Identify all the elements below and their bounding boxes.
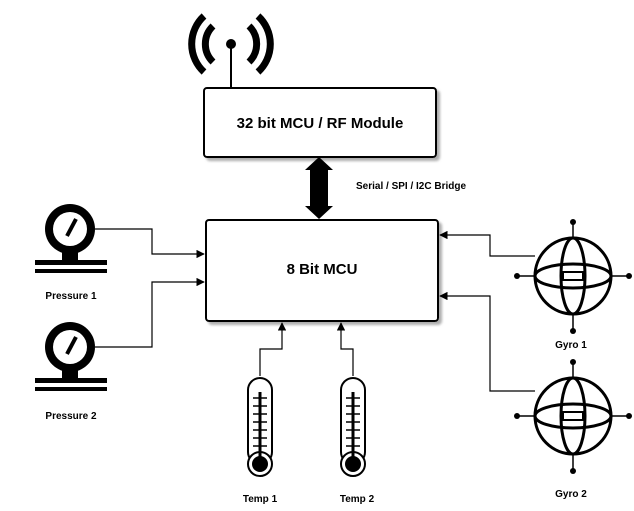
gyro2-label: Gyro 2 [555,489,587,500]
temp1-label: Temp 1 [243,494,278,505]
rf-module-block: 32 bit MCU / RF Module [203,87,437,158]
temp2-connector [336,322,354,376]
thermometer-icon [340,377,366,477]
bridge-link: Serial / SPI / I2C Bridge [305,157,466,219]
thermometer-icon [247,377,273,477]
pressure-gauge-icon [35,204,107,273]
temp2-label: Temp 2 [340,494,375,505]
pressure2-label: Pressure 2 [45,411,97,422]
rf-module-label: 32 bit MCU / RF Module [237,115,404,132]
gyroscope-icon [514,219,632,334]
pressure1-label: Pressure 1 [45,291,97,302]
mcu8-block: 8 Bit MCU [205,219,439,322]
pressure1-connector [95,228,205,259]
pressure2-connector [95,277,205,348]
gyro1-connector [439,230,535,257]
mcu8-label: 8 Bit MCU [287,261,358,278]
pressure-gauge-icon [35,322,107,391]
gyroscope-icon [514,359,632,474]
gyro1-label: Gyro 1 [555,340,587,351]
antenna-icon [188,13,274,90]
bridge-label: Serial / SPI / I2C Bridge [356,181,466,192]
gyro2-connector [439,291,535,392]
temp1-connector [259,322,287,376]
